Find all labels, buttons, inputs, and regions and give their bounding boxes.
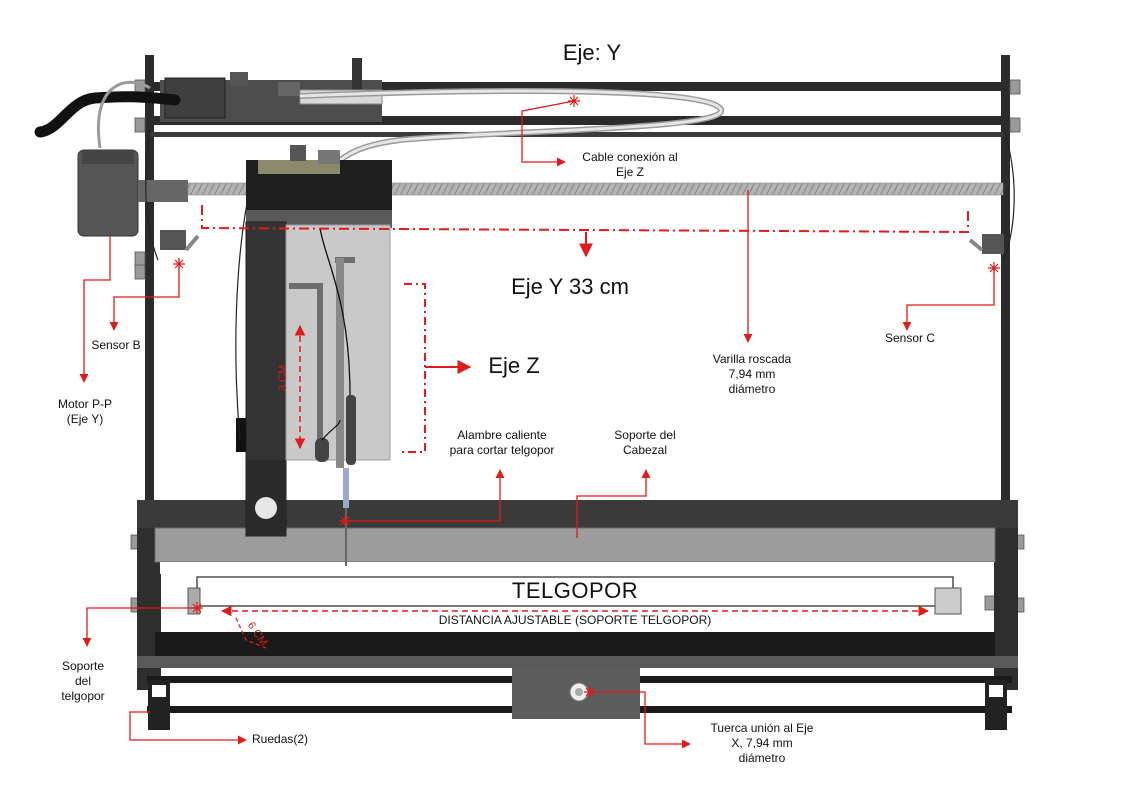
bottom-black-bar: [155, 632, 995, 656]
tuerca-label-line-2: X, 7,94 mm: [731, 736, 793, 750]
head-support-bar: [154, 527, 996, 563]
annotations: [79, 95, 1000, 749]
sensor-b-bracket: [160, 230, 200, 252]
wheel-left: [148, 680, 170, 730]
tuerca-label: Tuerca unión al Eje X, 7,94 mm diámetro: [692, 721, 832, 766]
soporte-telgopor-line-2: del: [74, 674, 91, 688]
dim-6cm-line: [235, 617, 267, 649]
alambre-label-line-2: para cortar telgopor: [449, 443, 555, 457]
left-post: [145, 55, 154, 675]
bottom-grey-bar: [137, 656, 1018, 668]
distancia-label: DISTANCIA AJUSTABLE (SOPORTE TELGOPOR): [438, 613, 712, 627]
cable-label-line-1: Cable conexión al: [582, 150, 678, 164]
soporte-cabezal-label: Soporte del Cabezal: [600, 428, 690, 458]
top-rail-3: [150, 132, 1005, 137]
stepper-motor: [77, 149, 188, 237]
soporte-telgopor-line-1: Soporte: [61, 659, 105, 673]
eje-y-travel-line: [201, 205, 969, 234]
top-rail-1: [145, 82, 1010, 91]
bottom-rails: [147, 667, 1012, 730]
soporte-cabezal-line-1: Soporte del: [614, 428, 676, 442]
diagram-title: Eje: Y: [562, 40, 622, 65]
eje-y-length-label: Eje Y 33 cm: [511, 274, 629, 299]
motor-label-line-2: (Eje Y): [66, 412, 104, 426]
dim-3cm-label: 3 CM: [277, 364, 290, 392]
varilla-label-line-2: 7,94 mm: [728, 367, 776, 381]
tuerca-label-line-1: Tuerca unión al Eje: [710, 721, 814, 735]
cable-label-line-2: Eje Z: [615, 165, 644, 179]
lower-inner-bar: [160, 562, 994, 574]
cable-label: Cable conexión al Eje Z: [560, 150, 700, 180]
varilla-label: Varilla roscada 7,94 mm diámetro: [692, 352, 812, 397]
sensor-c-label: Sensor C: [884, 331, 936, 345]
telgopor-support-left: [187, 587, 201, 615]
varilla-label-line-3: diámetro: [728, 382, 776, 396]
varilla-label-line-1: Varilla roscada: [712, 352, 792, 366]
top-assembly: [34, 58, 725, 168]
soporte-cabezal-line-2: Cabezal: [622, 443, 668, 457]
motor-label-line-1: Motor P-P: [57, 397, 112, 411]
motor-label: Motor P-P (Eje Y): [40, 397, 130, 427]
soporte-telgopor-label: Soporte del telgopor: [48, 659, 118, 704]
ruedas-label: Ruedas(2): [252, 732, 309, 746]
telgopor-label: TELGOPOR: [511, 578, 639, 603]
right-post: [1001, 55, 1010, 675]
sensor-b-label: Sensor B: [91, 338, 141, 352]
telgopor-block: [196, 576, 954, 607]
telgopor-support-right: [934, 587, 962, 615]
wheel-right: [985, 680, 1007, 730]
top-rail-2: [145, 116, 1010, 125]
tuerca-label-line-3: diámetro: [738, 751, 786, 765]
alambre-label: Alambre caliente para cortar telgopor: [432, 428, 572, 458]
eje-z-travel-line: [402, 283, 426, 453]
sensor-c-bracket: [968, 234, 1004, 254]
alambre-label-line-1: Alambre caliente: [457, 428, 547, 442]
eje-z-label: Eje Z: [488, 353, 540, 378]
soporte-telgopor-line-3: telgopor: [61, 689, 105, 703]
